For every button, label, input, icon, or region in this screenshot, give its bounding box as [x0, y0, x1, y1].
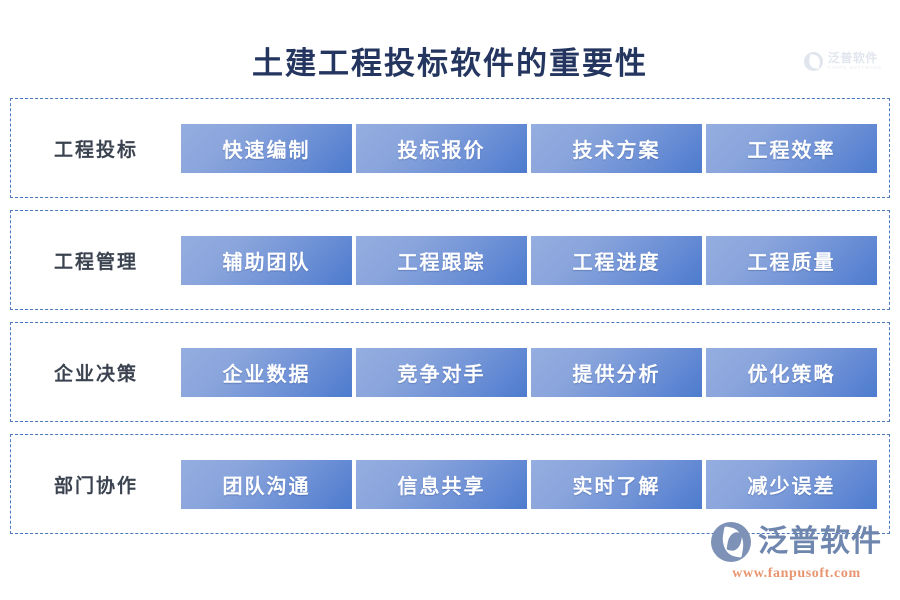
brand-name: 泛普软件 [758, 525, 882, 558]
brand-website-url: www.fanpusoft.com [732, 566, 861, 581]
feature-card[interactable]: 提供分析 [531, 347, 702, 397]
feature-card[interactable]: 团队沟通 [181, 459, 352, 509]
feature-card[interactable]: 工程进度 [531, 235, 702, 285]
feature-card[interactable]: 减少误差 [706, 459, 877, 509]
row-cards: 快速编制 投标报价 技术方案 工程效率 [181, 123, 889, 173]
feature-card[interactable]: 辅助团队 [181, 235, 352, 285]
page-header: 土建工程投标软件的重要性 泛普软件 FANPU SOFTWARE [0, 0, 900, 92]
brand-logo-footer: 泛普软件 www.fanpusoft.com [711, 522, 882, 582]
feature-card[interactable]: 竞争对手 [356, 347, 527, 397]
feature-card[interactable]: 工程质量 [706, 235, 877, 285]
fanpu-logo-icon [803, 52, 823, 71]
row-cards: 企业数据 竞争对手 提供分析 优化策略 [181, 347, 889, 397]
feature-card[interactable]: 技术方案 [531, 123, 702, 173]
watermark-top-right: 泛普软件 FANPU SOFTWARE [803, 51, 882, 71]
feature-card[interactable]: 工程效率 [706, 123, 877, 173]
feature-card[interactable]: 工程跟踪 [356, 235, 527, 285]
feature-card[interactable]: 快速编制 [181, 123, 352, 173]
row-cards: 团队沟通 信息共享 实时了解 减少误差 [181, 459, 889, 509]
row-label: 部门协作 [53, 475, 138, 497]
feature-card[interactable]: 信息共享 [356, 459, 527, 509]
category-rows: 工程投标 快速编制 投标报价 技术方案 工程效率 工程管理 辅助团队 工程跟踪 … [10, 98, 890, 546]
watermark-brand-name: 泛普软件 [827, 51, 878, 66]
watermark-brand-name-en: FANPU SOFTWARE [827, 65, 882, 71]
category-row-enterprise-decision: 企业决策 企业数据 竞争对手 提供分析 优化策略 [10, 322, 890, 422]
row-label: 企业决策 [53, 363, 138, 385]
feature-card[interactable]: 实时了解 [531, 459, 702, 509]
category-row-engineering-bidding: 工程投标 快速编制 投标报价 技术方案 工程效率 [10, 98, 890, 198]
feature-card[interactable]: 优化策略 [706, 347, 877, 397]
row-label: 工程投标 [53, 139, 138, 161]
category-row-department-collaboration: 部门协作 团队沟通 信息共享 实时了解 减少误差 [10, 434, 890, 534]
category-row-engineering-management: 工程管理 辅助团队 工程跟踪 工程进度 工程质量 [10, 210, 890, 310]
fanpu-logo-icon [711, 522, 751, 562]
row-label: 工程管理 [53, 251, 138, 273]
feature-card[interactable]: 投标报价 [356, 123, 527, 173]
feature-card[interactable]: 企业数据 [181, 347, 352, 397]
page-title: 土建工程投标软件的重要性 [252, 46, 648, 81]
row-cards: 辅助团队 工程跟踪 工程进度 工程质量 [181, 235, 889, 285]
